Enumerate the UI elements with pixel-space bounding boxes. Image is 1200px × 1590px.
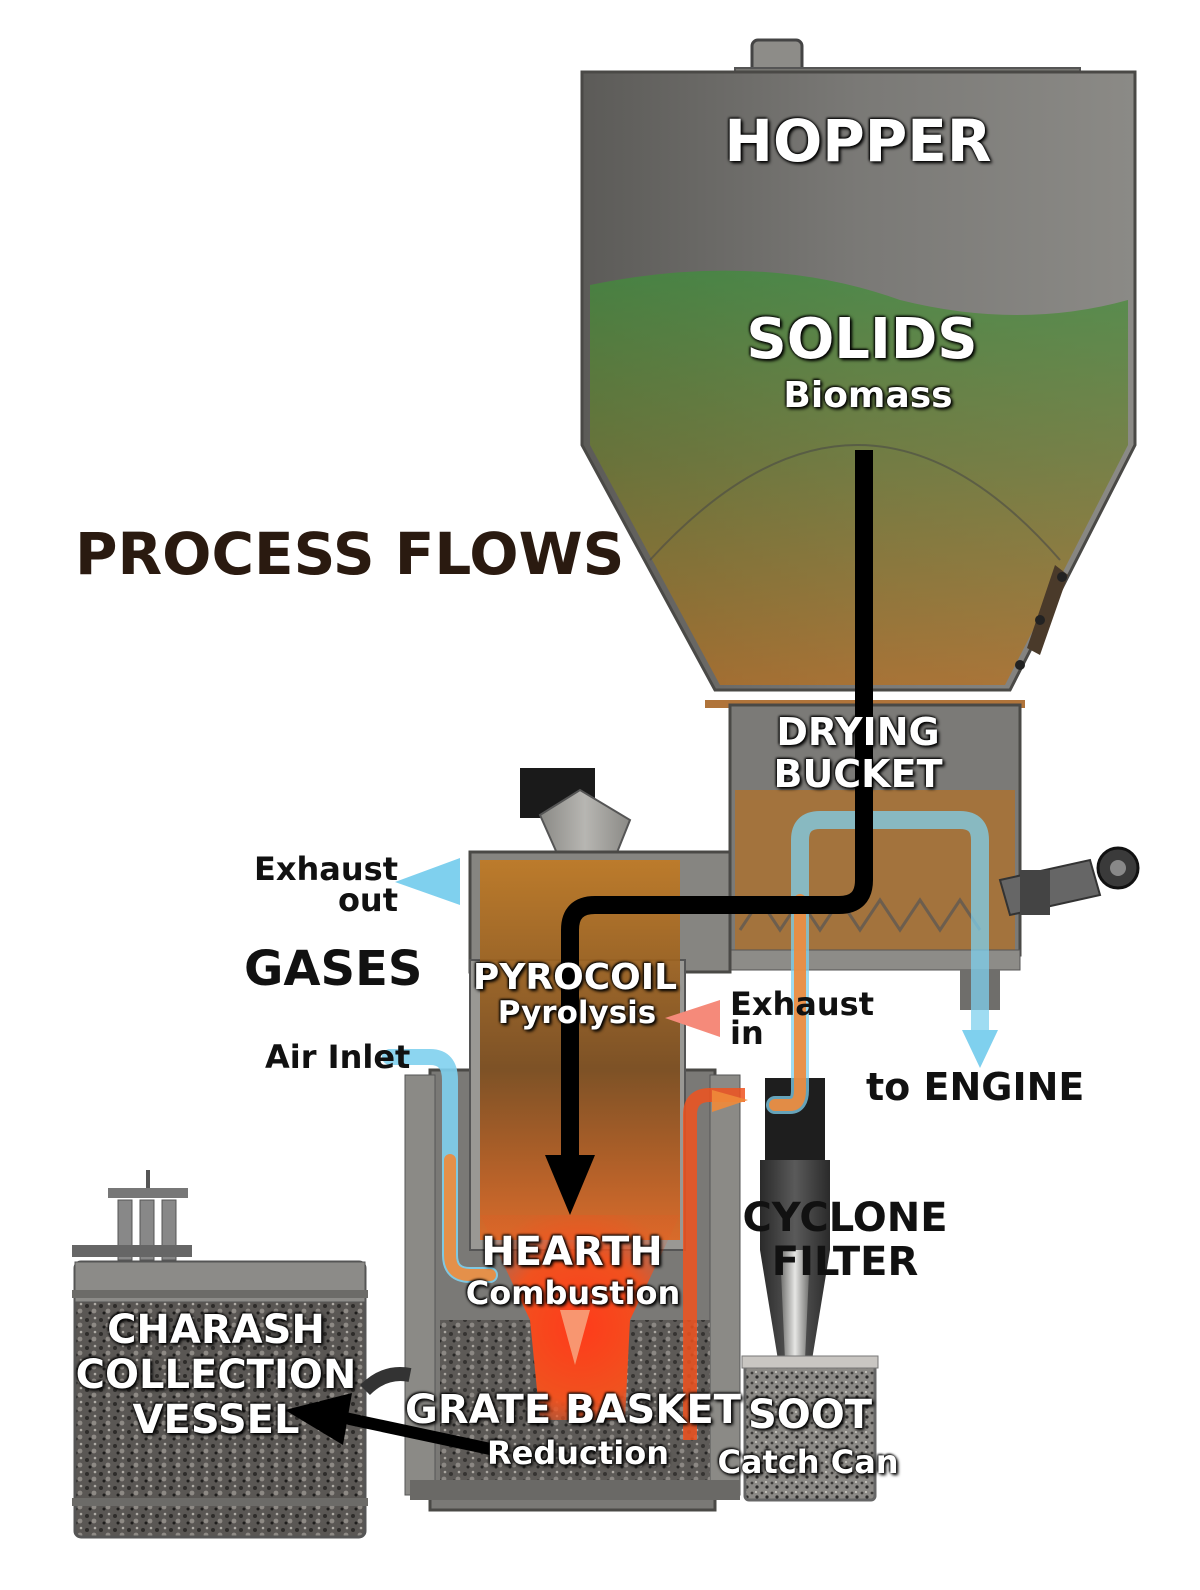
air-inlet-label: Air Inlet [265,1038,411,1076]
exhaust-in-label-line2: in [730,1014,764,1052]
soot-label: SOOT [747,1392,873,1438]
biomass-label: Biomass [783,375,953,416]
solids-label: SOLIDS [746,307,978,372]
diagram-title: PROCESS FLOWS [75,520,625,588]
pyrolysis-label: Pyrolysis [497,995,657,1031]
reduction-label: Reduction [486,1434,670,1472]
drying-bucket-label-line1: DRYING [776,710,940,754]
soot-catch-can [741,1355,879,1502]
charash-label-line2: COLLECTION [75,1352,357,1398]
to-engine-label: to ENGINE [866,1065,1085,1109]
cyclone-filter-label-line2: FILTER [771,1239,919,1285]
gases-label: GASES [244,941,423,997]
gas-flow-lines [382,811,998,1440]
catch-can-label: Catch Can [717,1443,899,1481]
pyrocoil-label: PYROCOIL [472,957,678,998]
drying-bucket-label-line2: BUCKET [773,752,943,796]
grate-basket-label: GRATE BASKET [405,1387,741,1433]
exhaust-in-label-line1: Exhaust [730,985,874,1023]
charash-label-line3: VESSEL [132,1397,300,1443]
charash-vessel [72,1170,412,1539]
auger-motor [998,846,1140,917]
exhaust-out-label-line2: out [337,881,398,919]
combustion-label: Combustion [465,1274,681,1312]
exhaust-out-label-line1: Exhaust [254,850,398,888]
cyclone-filter-label-line1: CYCLONE [742,1195,948,1241]
solids-flow-line [285,450,873,1456]
hopper-label: HOPPER [724,107,992,175]
hearth-label: HEARTH [481,1229,663,1275]
charash-label-line1: CHARASH [107,1307,325,1353]
reactor-body [404,768,741,1512]
